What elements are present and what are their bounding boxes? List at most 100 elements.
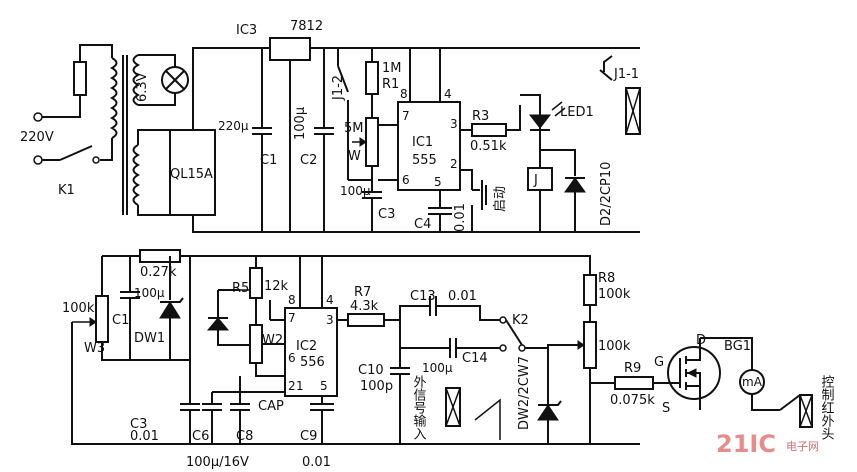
label-c1: C1 [260, 153, 277, 168]
relay-contact-j1-2 [337, 65, 349, 93]
label-ic2-pin7: 7 [288, 311, 296, 325]
lower-labels: 0.27k 100k 100μ C1 DW1 W3 R5 12k W2 IC2 … [62, 265, 834, 470]
transformer-primary [109, 57, 118, 139]
label-220u: 220μ [218, 119, 249, 133]
label-ic1-pin2: 2 [450, 157, 458, 171]
label-c9-value: 0.01 [302, 455, 331, 470]
label-c1-lower-value: 100μ [134, 286, 165, 300]
label-c4: C4 [414, 217, 431, 232]
diode-d2 [564, 177, 586, 193]
label-cap: CAP [258, 399, 284, 414]
label-c9: C9 [300, 429, 317, 444]
label-k1: K1 [58, 183, 75, 198]
label-dw2: DW2/2CW7 [517, 356, 532, 430]
label-j1-2: J1-2 [331, 75, 346, 101]
watermark-cn: 电子网 [786, 440, 819, 453]
switch-k1[interactable] [59, 145, 93, 161]
resistor-r3 [471, 123, 507, 137]
watermark: 21IC 电子网 [716, 430, 819, 458]
label-ic2-pin6: 6 [288, 351, 296, 365]
diode-r5-branch [206, 317, 230, 331]
label-c13-value: 0.01 [448, 289, 477, 304]
label-c14-value: 100μ [422, 361, 453, 375]
label-556: 556 [300, 355, 325, 370]
resistor-027k [139, 249, 181, 263]
label-r3-value: 0.51k [470, 139, 507, 154]
label-ic1-pin6: 6 [402, 173, 410, 187]
label-gate: G [654, 355, 664, 370]
label-c4-value: 0.01 [453, 203, 468, 232]
label-led1: LED1 [560, 105, 594, 120]
label-c10: C10 [358, 363, 384, 378]
label-c2-value: 100μ [293, 107, 308, 140]
label-r1: R1 [382, 77, 399, 92]
label-r9-value: 0.075k [610, 393, 655, 408]
potentiometer-w2[interactable] [249, 324, 263, 364]
transformer-secondary-bridge [132, 144, 141, 206]
label-dw1: DW1 [134, 331, 165, 346]
label-k2: K2 [512, 313, 529, 328]
lower-wiring [71, 249, 813, 445]
label-ic1: IC1 [412, 135, 433, 150]
label-r8-value: 100k [598, 287, 631, 302]
resistor-12k [249, 267, 263, 299]
watermark-logo: 21IC [716, 430, 776, 458]
upper-wiring [33, 37, 641, 233]
regulator-ic3 [269, 37, 311, 61]
resistor-r8 [583, 274, 597, 306]
mains-terminal-bottom [33, 155, 43, 165]
label-7812: 7812 [290, 19, 323, 34]
label-external-input: 外信号输入 [411, 375, 427, 440]
label-c6-value: 100μ/16V [186, 455, 249, 470]
label-1m: 1M [382, 61, 402, 76]
label-source: S [662, 401, 670, 416]
label-ic2-pin3: 3 [326, 313, 334, 327]
mains-terminal-top [33, 112, 43, 122]
label-ic1-pin5: 5 [434, 175, 442, 189]
label-c6: C6 [192, 429, 209, 444]
label-6-3v: 6.3V [135, 72, 150, 102]
label-r5: R5 [232, 281, 249, 296]
resistor-r1 [365, 61, 379, 95]
label-c13: C13 [410, 289, 436, 304]
label-pot-value: 100k [598, 339, 631, 354]
switch-k2[interactable] [505, 319, 523, 346]
label-ir-control: 控制红外头 [819, 375, 835, 440]
potentiometer-w3[interactable] [95, 295, 109, 343]
label-w3: W3 [84, 341, 105, 356]
label-w2: W2 [262, 333, 283, 348]
label-r7: R7 [354, 285, 371, 300]
zener-dw2 [537, 404, 559, 421]
label-ic2-pin8: 8 [288, 293, 296, 307]
label-ic2-pin1: 1 [296, 379, 304, 393]
upper-labels: 220V K1 6.3V QL15A IC3 7812 220μ C1 100μ… [20, 19, 639, 232]
label-w: W [348, 149, 361, 164]
label-ic1-pin7: 7 [402, 109, 410, 123]
label-c1-lower: C1 [112, 313, 129, 328]
label-ic2: IC2 [296, 339, 317, 354]
label-j1-1: J1-1 [613, 67, 639, 82]
label-c3-value: 100μ [340, 184, 371, 198]
label-drain: D [696, 333, 706, 348]
label-c14: C14 [462, 351, 488, 366]
ic2-556 [284, 307, 338, 397]
label-ic1-pin8: 8 [400, 87, 408, 101]
label-d2: D2/2CP10 [599, 162, 614, 226]
label-bg1: BG1 [724, 339, 751, 354]
label-relay-j: J [533, 173, 538, 188]
label-c3-lower-value: 0.01 [130, 429, 159, 444]
label-r3: R3 [472, 109, 489, 124]
potentiometer-100k[interactable] [583, 321, 597, 369]
label-220v: 220V [20, 130, 54, 145]
zener-dw1 [159, 301, 181, 319]
potentiometer-w[interactable] [365, 117, 379, 167]
label-ic2-pin21: 2 [288, 379, 296, 393]
label-r8: R8 [598, 271, 615, 286]
label-555: 555 [412, 153, 437, 168]
label-r9: R9 [624, 361, 641, 376]
label-c8: C8 [236, 429, 253, 444]
label-5m: 5M [344, 121, 364, 136]
label-027k: 0.27k [140, 265, 177, 280]
label-ic3: IC3 [236, 23, 257, 38]
